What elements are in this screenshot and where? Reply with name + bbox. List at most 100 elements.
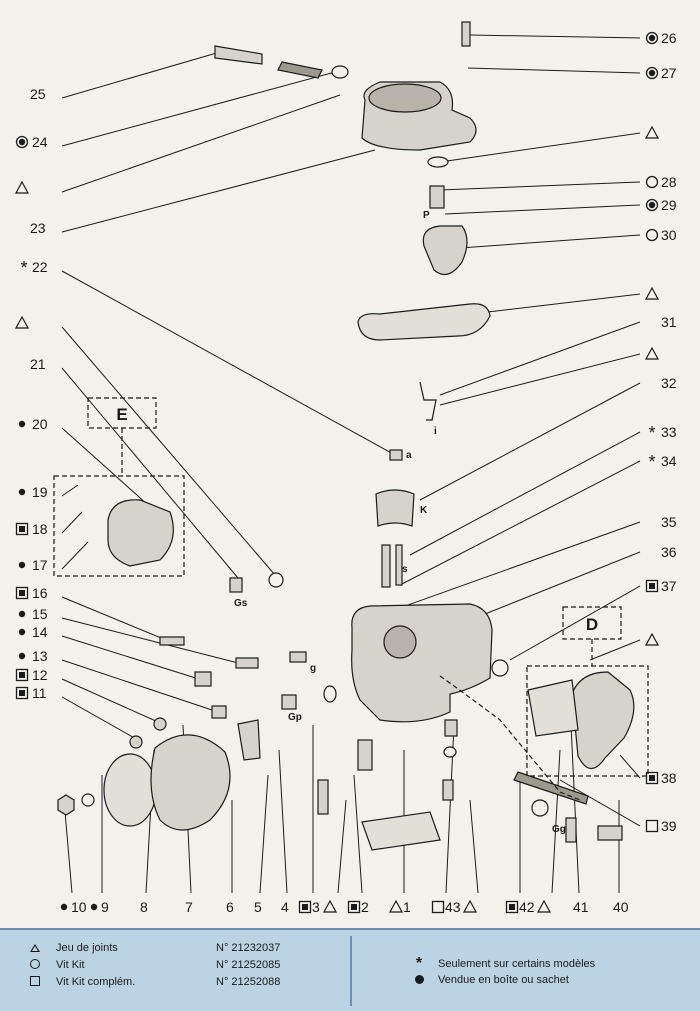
part-number-24: 24 — [32, 134, 48, 150]
part-number-25: 25 — [30, 86, 46, 102]
dot-icon — [18, 420, 26, 428]
part-number-18: 18 — [32, 521, 48, 537]
carburetor-body — [351, 603, 493, 723]
float-30 — [422, 225, 468, 276]
part-11 — [129, 735, 143, 749]
accelerator-pump-E — [107, 499, 174, 567]
leader-line — [61, 617, 247, 666]
leader-line — [589, 639, 641, 661]
legend-text: Seulement sur certains modèles — [438, 958, 596, 970]
leader-line — [467, 67, 641, 74]
leader-line — [61, 484, 79, 497]
leader-line — [439, 132, 641, 163]
dotcircle-icon — [645, 66, 659, 80]
leader-line — [61, 596, 179, 646]
lever-6 — [237, 719, 261, 761]
screw-26 — [461, 21, 471, 47]
svg-text:*: * — [20, 258, 27, 278]
square-icon — [431, 900, 445, 914]
leader-line — [469, 34, 641, 39]
body-bore — [383, 625, 417, 659]
legend-row-vit-kit: Vit Kit N° 21252085 — [28, 957, 280, 973]
legend-row-certain-models: * Seulement sur certains modèles — [412, 956, 595, 972]
leader-line — [459, 234, 641, 249]
part-number-28: 28 — [661, 174, 677, 190]
leader-line — [61, 635, 203, 681]
part-number-38: 38 — [661, 770, 677, 786]
part-tag-Gs: Gs — [234, 598, 248, 609]
leader-line — [61, 511, 83, 534]
part-number-34: 34 — [661, 453, 677, 469]
part-number-14: 14 — [32, 624, 48, 640]
circle-icon — [645, 175, 659, 189]
legend-ref: N° 21252088 — [216, 976, 281, 988]
part-number-4: 4 — [281, 899, 289, 915]
part-number-6: 6 — [226, 899, 234, 915]
star-icon: * — [20, 258, 27, 278]
gasket-1 — [361, 811, 441, 851]
leader-line — [61, 427, 149, 506]
screw-3 — [317, 779, 329, 815]
dotsquare-icon — [347, 900, 361, 914]
part-number-3: 3 — [312, 899, 320, 915]
legend-label: Vit Kit complém. — [56, 976, 136, 988]
leader-line — [259, 774, 269, 894]
leader-line — [619, 754, 641, 779]
nut-10 — [57, 794, 75, 816]
legend-label: Jeu de joints — [56, 942, 118, 954]
legend-divider — [350, 936, 352, 1006]
jet-Gp — [281, 694, 297, 710]
part-number-32: 32 — [661, 375, 677, 391]
leader-line — [419, 382, 641, 501]
filled-dot-icon — [412, 973, 426, 987]
svg-text:*: * — [648, 452, 655, 472]
legend-row-vit-kit-complem: Vit Kit complém. N° 21252088 — [28, 974, 280, 990]
dotsquare-icon — [15, 668, 29, 682]
ring-21 — [268, 572, 284, 588]
part-number-15: 15 — [32, 606, 48, 622]
leader-line — [61, 678, 159, 723]
dotcircle-icon — [645, 31, 659, 45]
leader-line — [337, 799, 347, 894]
part-number-43: 43 — [445, 899, 461, 915]
part-number-27: 27 — [661, 65, 677, 81]
leader-line — [559, 779, 641, 827]
dotsquare-icon — [15, 586, 29, 600]
square-icon — [28, 975, 42, 989]
legend-ref: N° 21252085 — [216, 959, 281, 971]
spring-14 — [194, 671, 212, 687]
part-number-42: 42 — [519, 899, 535, 915]
legend-label: Vit Kit — [56, 959, 85, 971]
dotsquare-icon — [505, 900, 519, 914]
part-number-7: 7 — [185, 899, 193, 915]
jet-Gs — [229, 577, 243, 593]
dot-icon — [18, 561, 26, 569]
triangle-icon — [388, 899, 404, 913]
jet-31 — [419, 381, 437, 421]
part-tag-P: P — [423, 210, 430, 221]
jet-s — [381, 544, 391, 588]
leader-line — [61, 659, 219, 713]
part-number-12: 12 — [32, 667, 48, 683]
part-number-21: 21 — [30, 356, 46, 372]
seal-28 — [427, 156, 449, 168]
nut-37 — [491, 659, 509, 677]
part-number-20: 20 — [32, 416, 48, 432]
part-number-39: 39 — [661, 818, 677, 834]
part-number-11: 11 — [32, 685, 47, 701]
part-number-1: 1 — [403, 899, 411, 915]
fitting-40 — [597, 825, 623, 841]
dotsquare-icon — [645, 771, 659, 785]
gasket-D — [527, 679, 579, 737]
dashed-connector — [439, 675, 581, 801]
part-tag-K: K — [420, 505, 428, 516]
triangle-icon — [28, 941, 42, 955]
washer-9 — [81, 793, 95, 807]
washer-41 — [531, 799, 549, 817]
leader-line — [61, 696, 139, 741]
part-13 — [211, 705, 227, 719]
part-number-41: 41 — [573, 899, 589, 915]
part-tag-Gg: Gg — [552, 824, 566, 835]
seal-4 — [323, 685, 337, 703]
jet-g — [289, 651, 307, 663]
